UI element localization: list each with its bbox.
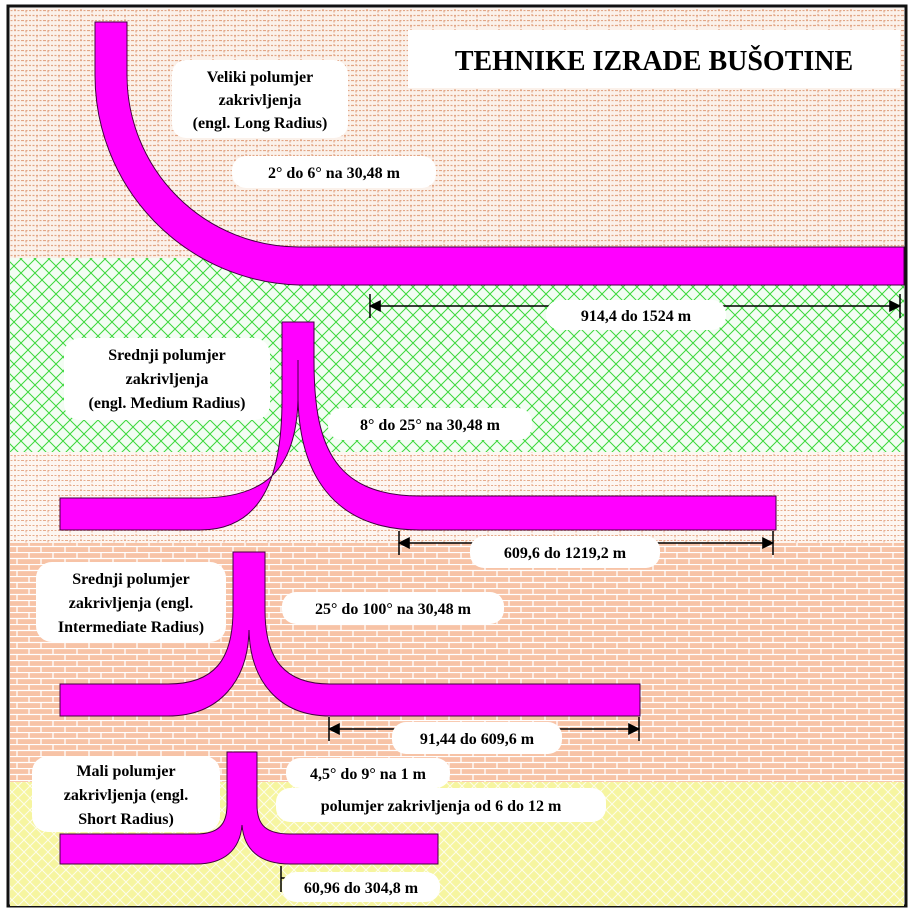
long-radius-well-pipe bbox=[94, 21, 905, 286]
long-radius-length-bg bbox=[546, 300, 726, 330]
short-radius-well-pipe bbox=[59, 751, 439, 865]
intermediate-radius-label-bg bbox=[36, 562, 226, 642]
medium-radius-well-pipe bbox=[59, 321, 777, 531]
intermediate-radius-length-bg bbox=[392, 722, 562, 754]
intermediate-radius-length: 91,44 do 609,6 m bbox=[420, 731, 535, 748]
medium-radius-name-line-3: (engl. Medium Radius) bbox=[89, 395, 246, 412]
short-radius-name-line-3: Short Radius) bbox=[78, 811, 174, 828]
intermediate-radius-name-line-1: Srednji polumjer bbox=[72, 571, 189, 588]
intermediate-radius-rate-bg bbox=[282, 592, 504, 624]
short-radius-length: 60,96 do 304,8 m bbox=[304, 880, 419, 897]
medium-radius-length: 609,6 do 1219,2 m bbox=[504, 545, 627, 562]
long-radius-name-line-3: (engl. Long Radius) bbox=[193, 115, 328, 132]
long-radius-length: 914,4 do 1524 m bbox=[581, 308, 692, 325]
intermediate-radius-name-line-2: zakrivljenja (engl. bbox=[69, 595, 193, 612]
medium-radius-name-line-2: zakrivljenja bbox=[126, 371, 209, 388]
long-radius-name-line-1: Veliki polumjer bbox=[207, 69, 314, 86]
intermediate-radius-name-line-3: Intermediate Radius) bbox=[58, 619, 204, 636]
short-radius-name-line-2: zakrivljenja (engl. bbox=[64, 787, 188, 804]
short-radius-length-bg bbox=[282, 872, 440, 902]
long-radius-label-bg bbox=[172, 60, 348, 138]
short-radius-name-line-1: Mali polumjer bbox=[76, 763, 175, 780]
short-radius-label-bg bbox=[32, 756, 220, 832]
medium-radius-label-bg bbox=[64, 338, 270, 420]
page-title: TEHNIKE IZRADE BUŠOTINE bbox=[455, 46, 853, 77]
short-radius-note-bg bbox=[276, 788, 606, 822]
medium-radius-build-rate: 8° do 25° na 30,48 m bbox=[360, 417, 501, 434]
short-radius-rate-bg bbox=[286, 758, 450, 788]
intermediate-radius-build-rate: 25° do 100° na 30,48 m bbox=[315, 601, 472, 618]
long-radius-name-line-2: zakrivljenja bbox=[219, 92, 302, 109]
intermediate-radius-well-pipe bbox=[59, 551, 641, 717]
title-background bbox=[408, 30, 900, 88]
long-radius-rate-bg bbox=[232, 156, 436, 188]
medium-radius-length-bg bbox=[470, 536, 660, 568]
short-radius-radius-note: polumjer zakrivljenja od 6 do 12 m bbox=[321, 798, 562, 815]
medium-radius-name-line-1: Srednji polumjer bbox=[108, 347, 225, 364]
short-radius-build-rate: 4,5° do 9° na 1 m bbox=[310, 766, 427, 783]
medium-radius-rate-bg bbox=[328, 408, 532, 440]
long-radius-build-rate: 2° do 6° na 30,48 m bbox=[268, 165, 401, 182]
